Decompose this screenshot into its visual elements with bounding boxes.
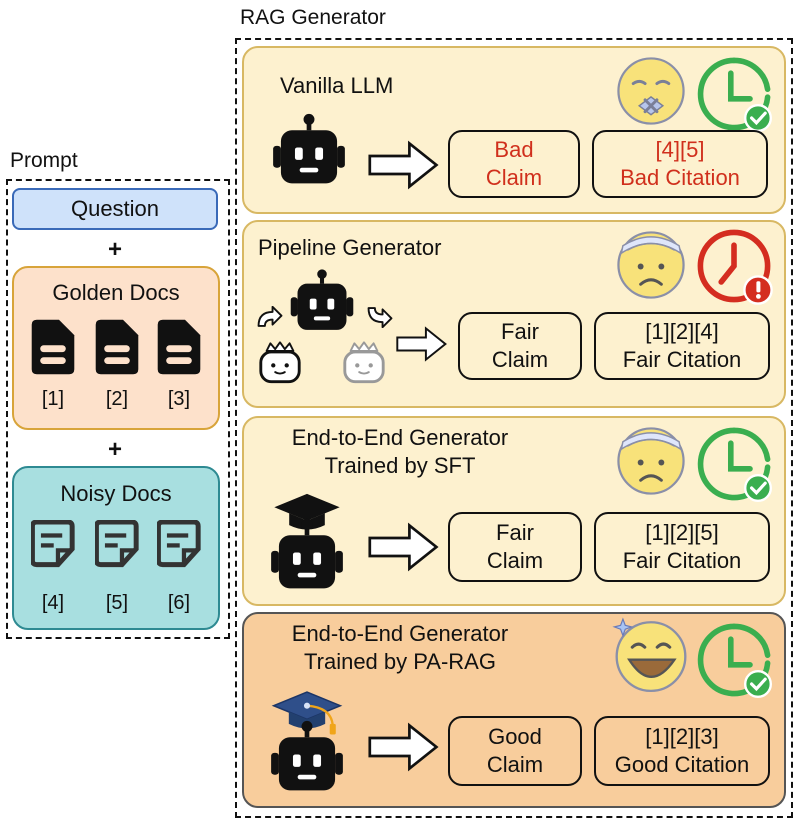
clock-alert-icon: [694, 226, 774, 306]
emoji-happy-icon: [612, 617, 687, 693]
emoji-silenced-icon: [616, 56, 686, 126]
crown-face-icon: [343, 340, 385, 384]
claim-text: Good: [488, 724, 542, 749]
note-icon: [31, 520, 75, 568]
panel-title-line: Trained by PA-RAG: [304, 649, 496, 674]
prompt-container: [6, 179, 230, 639]
emoji-worried-icon: [616, 230, 686, 300]
citation-text: [1][2][4]: [645, 319, 719, 344]
doc-label: [4]: [41, 592, 65, 614]
claim-box: Good Claim: [448, 716, 582, 786]
panel-title: End-to-End Generator Trained by PA-RAG: [250, 620, 550, 676]
panel-title-line: Trained by SFT: [324, 453, 476, 478]
robot-icon: [268, 718, 346, 794]
doc-label: [5]: [105, 592, 129, 614]
claim-text: Claim: [485, 165, 543, 190]
claim-box: Bad Claim: [448, 130, 580, 198]
claim-text: Fair: [496, 520, 534, 545]
question-label: Question: [70, 196, 160, 221]
document-icon: [95, 319, 139, 375]
panel-title: End-to-End Generator Trained by SFT: [250, 424, 550, 480]
doc-label: [2]: [105, 388, 129, 410]
emoji-worried-icon: [616, 426, 686, 496]
robot-icon: [270, 112, 348, 186]
arrow-right-icon: [368, 724, 438, 770]
citation-box: [4][5] Bad Citation: [592, 130, 768, 198]
clock-check-icon: [694, 620, 774, 700]
note-icon: [95, 520, 139, 568]
citation-text: [1][2][5]: [645, 520, 719, 545]
arrow-right-icon: [368, 524, 438, 570]
claim-text: Bad: [494, 137, 534, 162]
curve-arrow-icon: [257, 306, 283, 327]
claim-text: Claim: [486, 548, 544, 573]
note-icon: [157, 520, 201, 568]
arrow-right-icon: [396, 327, 447, 361]
citation-text: Bad Citation: [620, 165, 740, 190]
citation-text: [4][5]: [655, 137, 705, 162]
claim-text: Fair: [501, 319, 539, 344]
doc-label: [6]: [167, 592, 191, 614]
prompt-title: Prompt: [10, 149, 78, 172]
claim-text: Claim: [491, 347, 549, 372]
citation-text: Fair Citation: [622, 548, 742, 573]
plus-sign: +: [107, 236, 122, 263]
citation-text: [1][2][3]: [645, 724, 719, 749]
document-icon: [31, 319, 75, 375]
question-box: Question: [12, 188, 218, 230]
robot-icon: [268, 516, 346, 592]
doc-label: [3]: [167, 388, 191, 410]
plus-sign: +: [107, 436, 122, 463]
arrow-right-icon: [368, 142, 438, 188]
robot-icon: [288, 268, 356, 332]
panel-title: Pipeline Generator: [258, 235, 442, 260]
crown-face-icon: [259, 340, 301, 384]
document-icon: [157, 319, 201, 375]
citation-text: Good Citation: [614, 752, 750, 777]
curve-arrow-icon: [367, 307, 393, 328]
citation-box: [1][2][3] Good Citation: [594, 716, 770, 786]
citation-text: Fair Citation: [622, 347, 742, 372]
rag-generator-title: RAG Generator: [240, 6, 386, 29]
claim-text: Claim: [486, 752, 544, 777]
claim-box: Fair Claim: [458, 312, 582, 380]
clock-check-icon: [694, 54, 774, 134]
panel-title-line: End-to-End Generator: [291, 621, 509, 646]
noisy-docs-title: Noisy Docs: [60, 481, 172, 506]
clock-check-icon: [694, 424, 774, 504]
doc-label: [1]: [41, 388, 65, 410]
panel-title: Vanilla LLM: [280, 73, 394, 98]
claim-box: Fair Claim: [448, 512, 582, 582]
citation-box: [1][2][5] Fair Citation: [594, 512, 770, 582]
rag-generator-container: [235, 38, 793, 818]
citation-box: [1][2][4] Fair Citation: [594, 312, 770, 380]
noisy-docs-box: [12, 466, 220, 630]
panel-title-line: End-to-End Generator: [291, 425, 509, 450]
golden-docs-title: Golden Docs: [52, 280, 180, 305]
